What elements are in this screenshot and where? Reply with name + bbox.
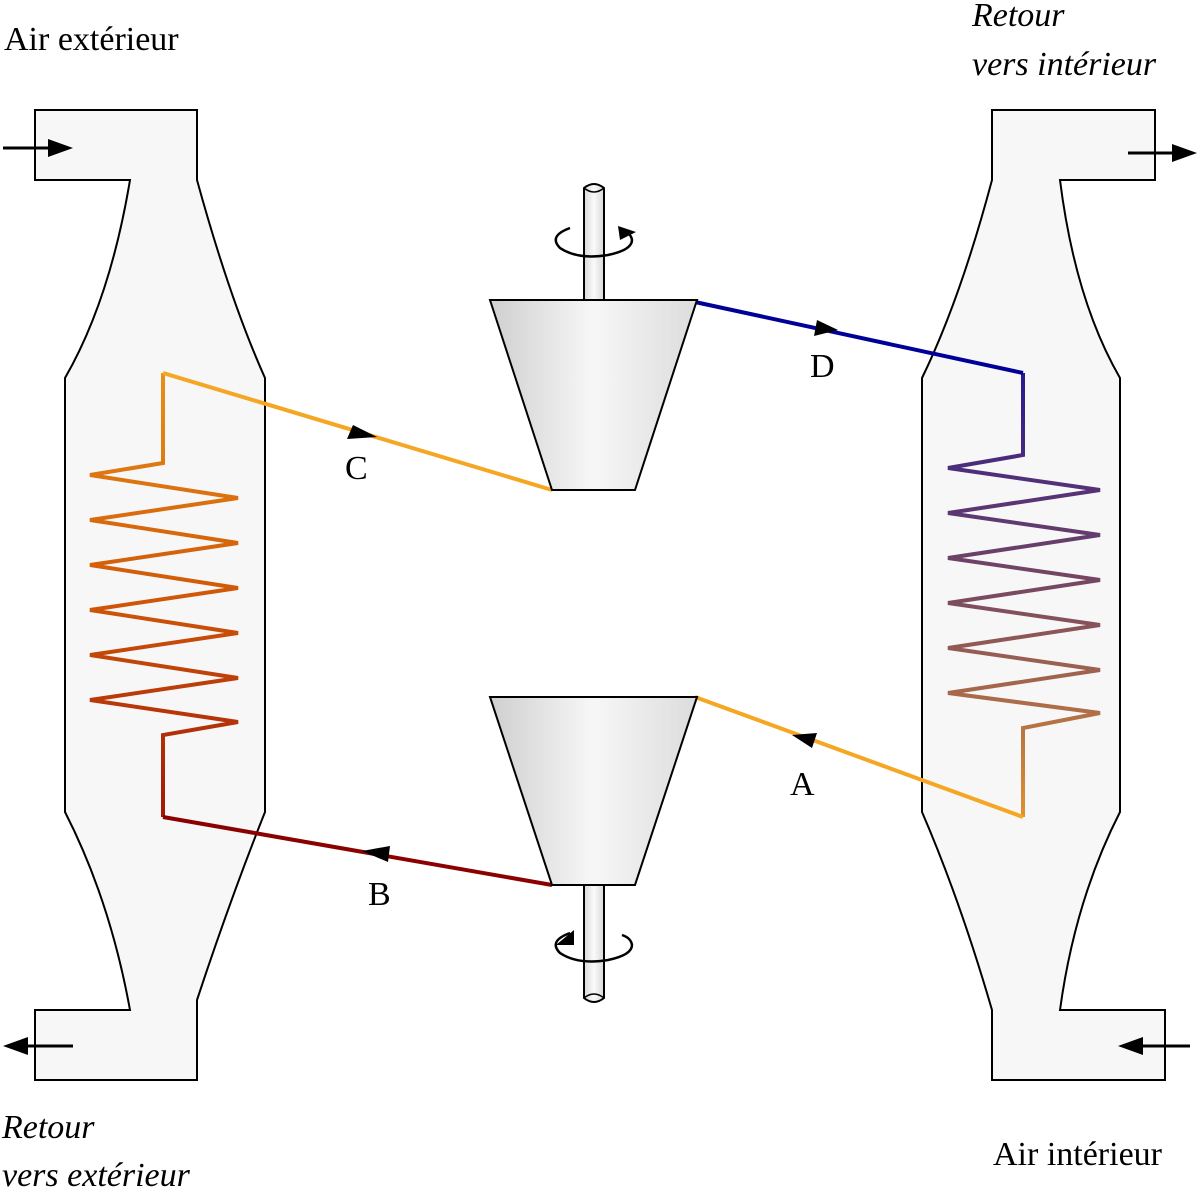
flow-arrow-b [362, 846, 390, 862]
outdoor-air-in-arrowhead [48, 139, 73, 157]
flow-arrow-a [792, 733, 817, 748]
line-b [162, 815, 553, 887]
turbine-shaft-bottom [583, 993, 605, 999]
compressor-rotation-arrowhead [618, 226, 636, 240]
flow-arrow-c [347, 425, 377, 439]
indoor-air-out-arrowhead [1172, 144, 1197, 162]
point-c-label: C [345, 450, 368, 487]
compressor-shaft-top [583, 187, 605, 193]
turbine-body [488, 696, 699, 886]
return-to-inside-label-line2: vers intérieur [972, 46, 1157, 83]
return-to-inside-label-line1: Retour [972, 0, 1065, 34]
outdoor-air-in-label: Air extérieur [4, 21, 179, 58]
indoor-exchanger-casing [921, 109, 1166, 1081]
indoor-coil [947, 373, 1101, 817]
return-to-outside-label-line1: Retour [2, 1109, 95, 1146]
compressor-rotation-icon [554, 226, 634, 258]
turbine-rotation-icon [554, 931, 634, 963]
outdoor-air-out-arrowhead [3, 1037, 28, 1055]
turbine-shaft [583, 884, 605, 1003]
indoor-air-in-label: Air intérieur [993, 1136, 1162, 1173]
point-d-label: D [810, 348, 835, 385]
turbine-rotation-arrowhead [556, 930, 574, 945]
line-d [694, 300, 1024, 375]
outdoor-coil [89, 373, 239, 817]
compressor-shaft [583, 183, 605, 301]
outdoor-exchanger-casing [34, 109, 266, 1081]
flow-arrow-d [814, 320, 838, 336]
indoor-air-in-arrowhead [1118, 1037, 1143, 1055]
return-to-outside-label-line2: vers extérieur [2, 1157, 190, 1194]
line-a [694, 695, 1024, 819]
point-a-label: A [790, 766, 815, 803]
compressor-body [488, 299, 699, 491]
point-b-label: B [368, 876, 391, 913]
